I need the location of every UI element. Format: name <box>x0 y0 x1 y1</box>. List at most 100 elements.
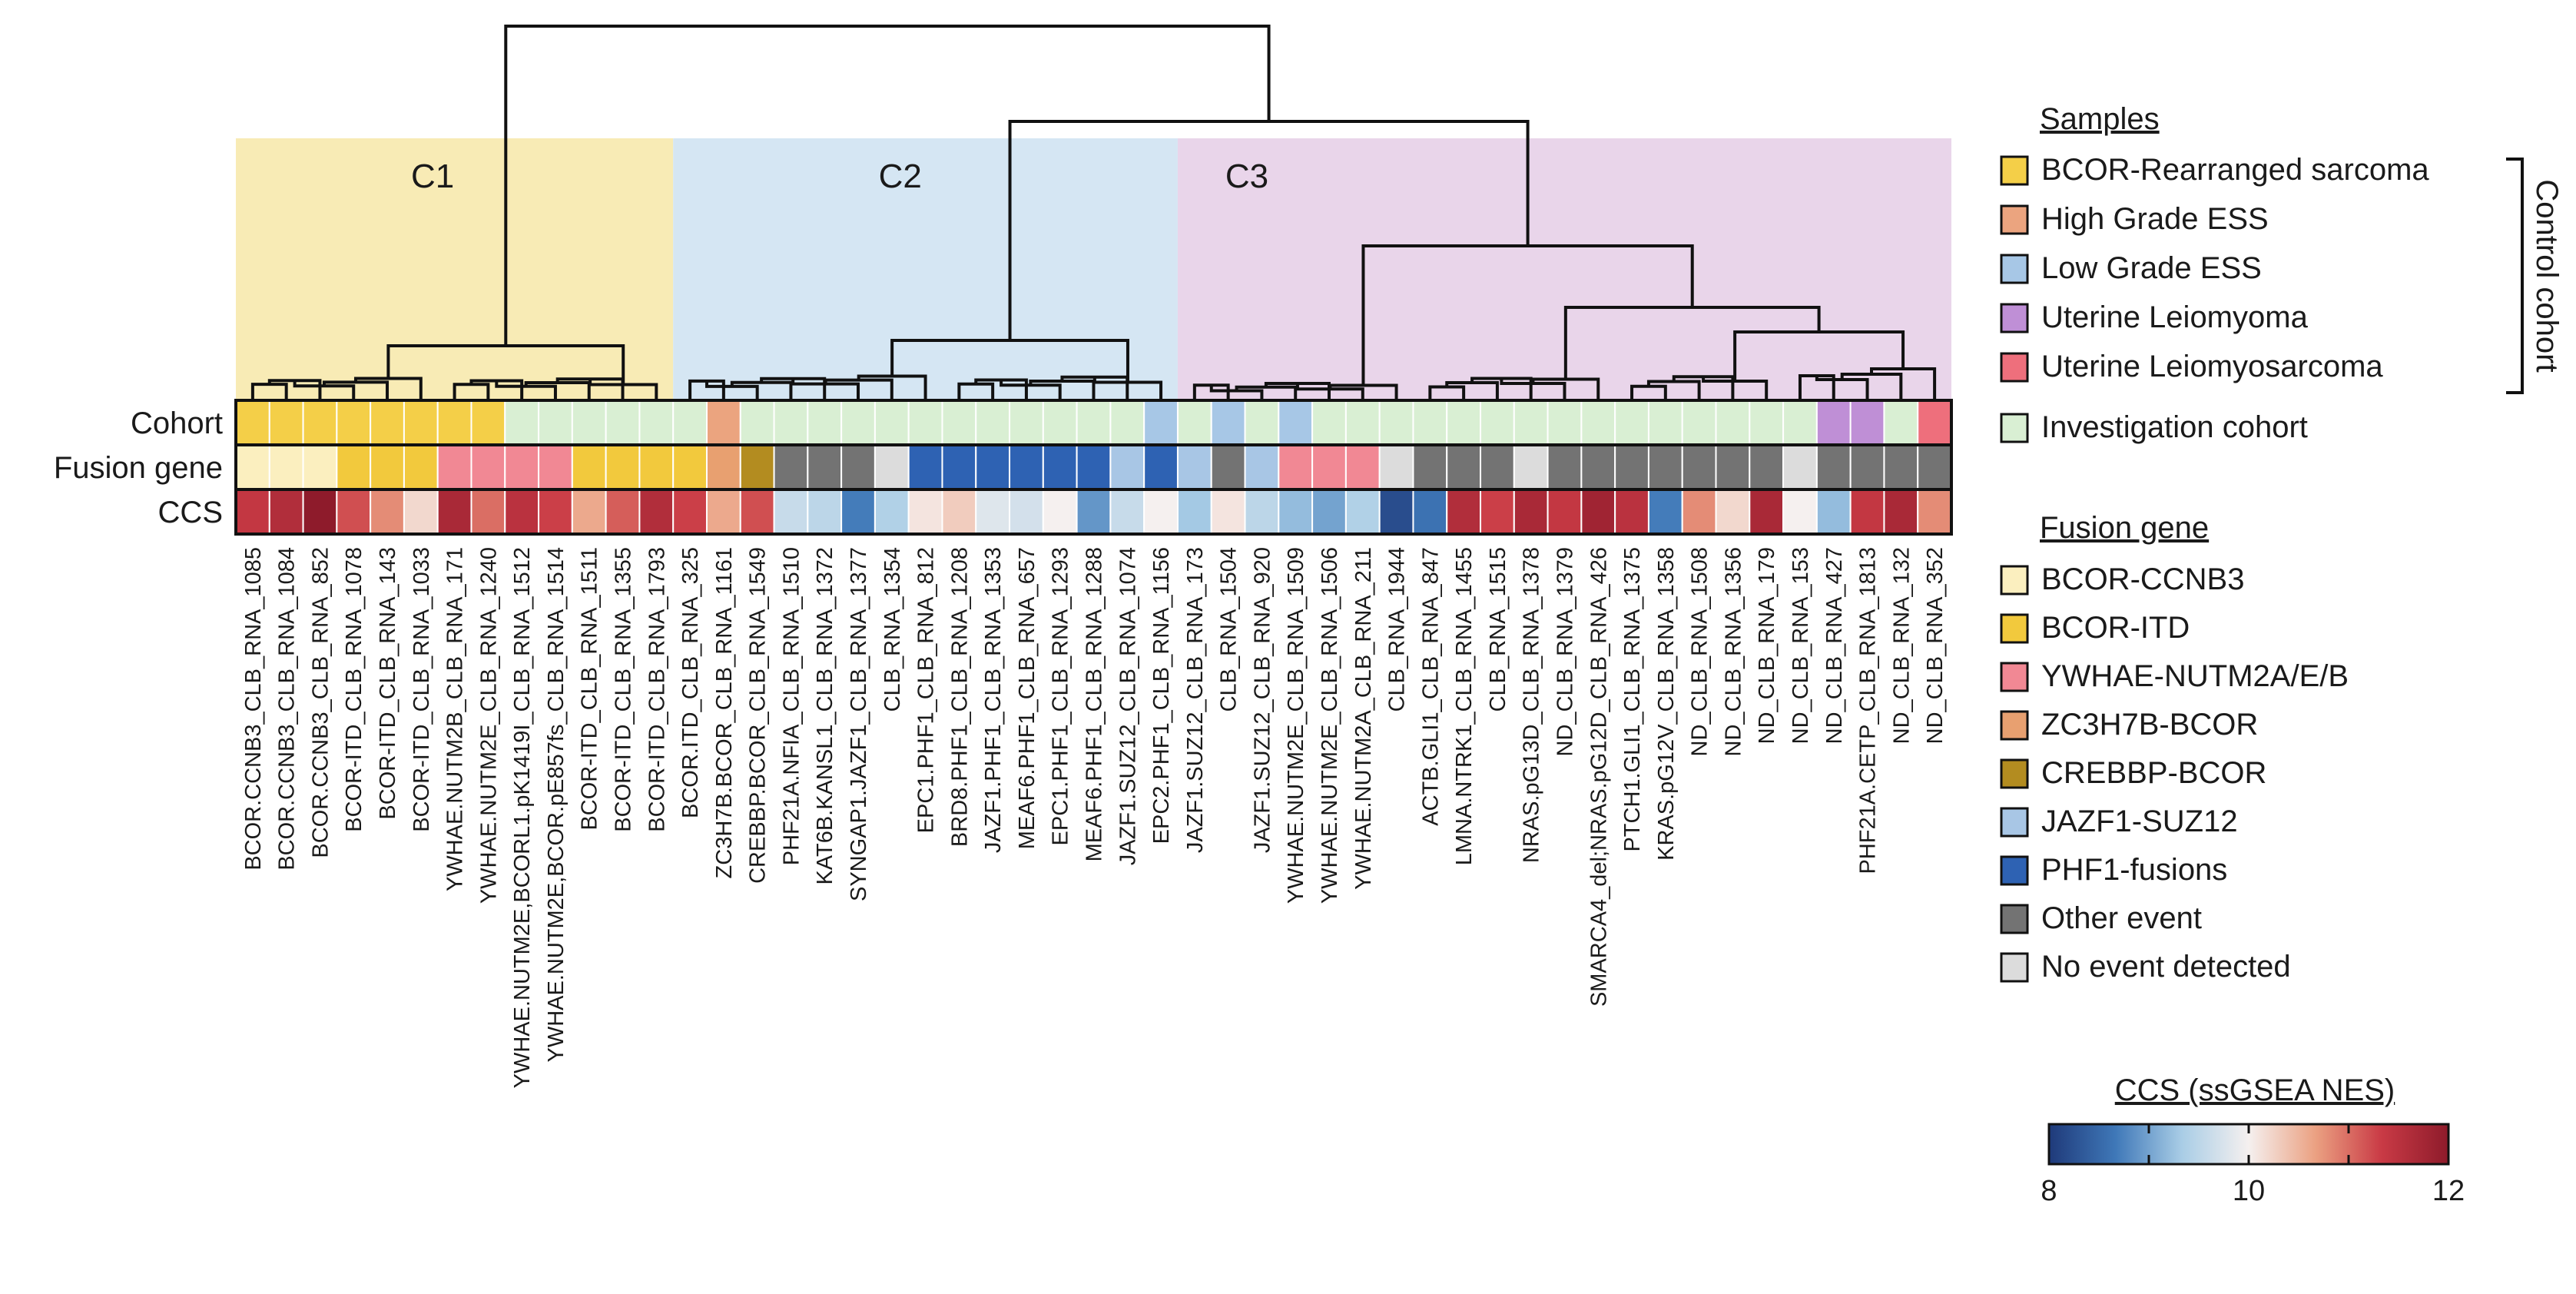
ccs-cell <box>1547 489 1583 535</box>
cohort-cell <box>1042 400 1078 446</box>
ccs-cell <box>807 489 843 535</box>
colorbar-tick-label: 10 <box>2233 1175 2265 1207</box>
fusion-cell <box>1278 444 1314 490</box>
legend-swatch <box>2000 613 2029 644</box>
ccs-cell <box>403 489 439 535</box>
legend-swatch <box>2000 710 2029 741</box>
ccs-cell <box>1244 489 1280 535</box>
fusion-cell <box>370 444 405 490</box>
colorbar-title: CCS (ssGSEA NES) <box>2115 1073 2395 1107</box>
cohort-cell <box>403 400 439 446</box>
ccs-cell <box>1480 489 1515 535</box>
sample-label: ACTB.GLI1_CLB_RNA_847 <box>1418 547 1443 826</box>
cohort-cell <box>1278 400 1314 446</box>
cluster-band <box>673 138 1178 400</box>
cohort-cell <box>1681 400 1717 446</box>
cohort-cell <box>1749 400 1785 446</box>
ccs-cell <box>1278 489 1314 535</box>
ccs-cell <box>773 489 809 535</box>
sample-label: BCOR.ITD_CLB_RNA_325 <box>678 547 703 818</box>
ccs-cell <box>1344 489 1381 535</box>
ccs-cell <box>1446 489 1482 535</box>
fusion-cell <box>1412 444 1448 490</box>
ccs-cell <box>1883 489 1919 535</box>
ccs-cell <box>1176 489 1212 535</box>
fusion-cell <box>638 444 675 490</box>
sample-label: ND_CLB_RNA_153 <box>1789 547 1813 744</box>
fusion-cell <box>1547 444 1583 490</box>
sample-label: JAZF1.SUZ12_CLB_RNA_920 <box>1250 547 1275 853</box>
cohort-cell <box>1412 400 1448 446</box>
ccs-cell <box>907 489 943 535</box>
cohort-cell <box>739 400 775 446</box>
cohort-cell <box>436 400 472 446</box>
ccs-cell <box>1849 489 1885 535</box>
fusion-cell <box>1344 444 1381 490</box>
ccs-cell <box>1749 489 1785 535</box>
legend-swatch <box>2000 662 2029 692</box>
ccs-cell <box>1378 489 1414 535</box>
fusion-cell <box>840 444 876 490</box>
legend-swatch <box>2000 904 2029 934</box>
ccs-cell <box>470 489 506 535</box>
sample-label: EPC1.PHF1_CLB_RNA_812 <box>914 547 939 833</box>
ccs-cell <box>436 489 472 535</box>
sample-label: BRD8.PHF1_CLB_RNA_1208 <box>947 547 972 847</box>
ccs-cell <box>1076 489 1112 535</box>
sample-label: ND_CLB_RNA_1356 <box>1721 547 1746 756</box>
dendrogram-branch <box>760 377 827 400</box>
legend-label: No event detected <box>2041 950 2291 984</box>
cluster-label: C3 <box>1225 158 1268 195</box>
legend-label: High Grade ESS <box>2041 202 2269 236</box>
sample-label: JAZF1.SUZ12_CLB_RNA_1074 <box>1116 547 1140 865</box>
colorbar-tick-label: 12 <box>2432 1175 2465 1207</box>
sample-label: KAT6B.KANSL1_CLB_RNA_1372 <box>813 547 837 885</box>
legend-label: CREBBP-BCOR <box>2041 756 2266 790</box>
legend-label: Uterine Leiomyosarcoma <box>2041 350 2383 383</box>
cohort-cell <box>1782 400 1818 446</box>
sample-label: NRAS.pG13D_CLB_RNA_1378 <box>1520 547 1544 863</box>
sample-label: CLB_RNA_1515 <box>1486 547 1510 712</box>
ccs-cell <box>1580 489 1616 535</box>
cohort-cell <box>1344 400 1381 446</box>
ccs-cell <box>941 489 977 535</box>
heatmap-cells <box>234 399 1953 536</box>
cohort-cell <box>1849 400 1885 446</box>
cluster-band <box>236 138 674 400</box>
fusion-cell <box>705 444 741 490</box>
fusion-cell <box>605 444 641 490</box>
sample-label: ND_CLB_RNA_352 <box>1923 547 1948 744</box>
row-label: Fusion gene <box>54 451 223 485</box>
sample-label: MEAF6.PHF1_CLB_RNA_657 <box>1015 547 1039 849</box>
sample-label: PHF21A.NFIA_CLB_RNA_1510 <box>779 547 804 865</box>
cohort-cell <box>235 400 270 446</box>
row-label: Cohort <box>131 406 223 440</box>
cohort-cell <box>941 400 977 446</box>
sample-label: ND_CLB_RNA_1508 <box>1688 547 1712 756</box>
ccs-cell <box>840 489 876 535</box>
sample-label: YWHAE.NUTM2E_CLB_RNA_1509 <box>1284 547 1308 904</box>
legend-swatch <box>2000 303 2029 333</box>
legend-swatch <box>2000 952 2029 983</box>
cohort-cell <box>1378 400 1414 446</box>
ccs-cell <box>1614 489 1649 535</box>
sample-label: JAZF1.PHF1_CLB_RNA_1353 <box>981 547 1006 853</box>
fusion-cell <box>470 444 506 490</box>
legend-label: JAZF1-SUZ12 <box>2041 805 2238 838</box>
cohort-cell <box>336 400 372 446</box>
cohort-cell <box>1883 400 1919 446</box>
ccs-cell <box>1412 489 1448 535</box>
control-bracket <box>2506 158 2524 394</box>
sample-label: CLB_RNA_1504 <box>1217 547 1242 712</box>
sample-label: BCOR-ITD_CLB_RNA_1355 <box>612 547 636 832</box>
legend-swatch <box>2000 855 2029 886</box>
fusion-cell <box>1782 444 1818 490</box>
sample-label: YWHAE.NUTM2E,BCOR.pE857fs_CLB_RNA_1514 <box>544 547 569 1062</box>
sample-label: YWHAE.NUTM2A_CLB_RNA_211 <box>1351 547 1376 890</box>
sample-label: CLB_RNA_1944 <box>1385 547 1410 712</box>
sample-label: CREBBP.BCOR_CLB_RNA_1549 <box>746 547 771 884</box>
ccs-cell <box>235 489 270 535</box>
cohort-cell <box>840 400 876 446</box>
cluster-label: C2 <box>879 158 922 195</box>
